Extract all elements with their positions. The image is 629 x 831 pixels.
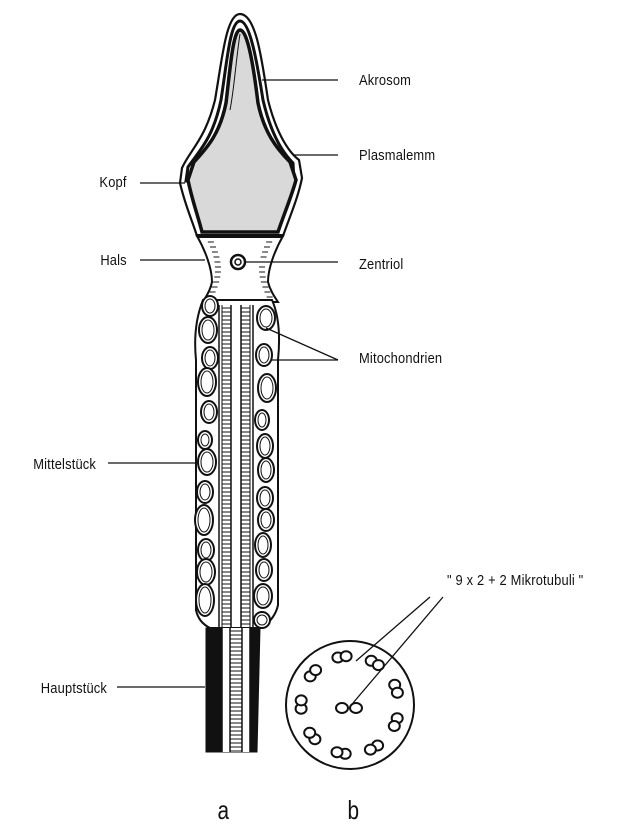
label-zentriol: Zentriol [359,256,403,273]
microtubule [304,728,315,738]
axoneme-cross-section [286,641,414,769]
mitochondrion [257,434,273,458]
microtubule [389,721,400,731]
microtubule [332,747,343,757]
microtubule [310,665,321,675]
label-hals: Hals [101,252,127,269]
microtubule [341,651,352,661]
mittelstueck [195,296,279,628]
panel-label-b: b [347,795,359,826]
mitochondrion [255,533,271,557]
mitochondrion [258,458,274,482]
sperm-head [180,14,302,236]
label-mitochondrien: Mitochondrien [359,350,442,367]
label-akrosom: Akrosom [359,72,411,89]
mitochondrion [254,612,270,628]
label-hauptstueck: Hauptstück [41,680,107,697]
hauptstueck [206,628,260,752]
microtubule [365,745,376,755]
panel-label-a: a [217,795,229,826]
sperm-neck [197,236,283,302]
microtubule [392,688,403,698]
zentriol [231,255,245,269]
microtubule [296,695,307,705]
label-plasmalemm: Plasmalemm [359,147,435,164]
label-kopf: Kopf [100,174,127,191]
label-mittelstueck: Mittelstück [33,456,96,473]
label-mikrotubuli: " 9 x 2 + 2 Mikrotubuli " [447,572,583,589]
